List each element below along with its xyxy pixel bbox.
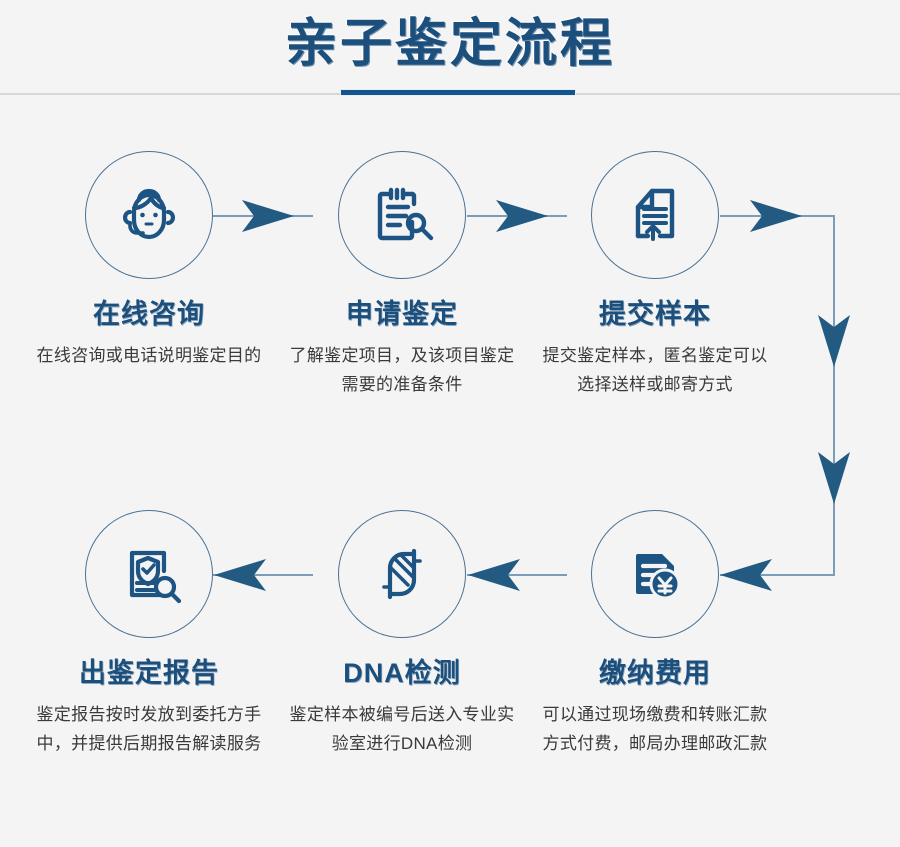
step-2-title: 申请鉴定 [346,299,458,329]
step-1-description: 在线咨询或电话说明鉴定目的 [36,346,262,365]
page-title: 亲子鉴定流程 [284,15,615,73]
invoice-yuan-icon [618,537,692,611]
step-1-title: 在线咨询 [93,299,205,329]
step-6-icon-circle [85,510,213,638]
flow-step-1[interactable]: 在线咨询 在线咨询或电话说明鉴定目的 [19,151,279,370]
page-header: 亲子鉴定流程 [0,0,900,96]
arrow-wrap-to-step4 [718,557,774,593]
dna-helix-icon [365,537,439,611]
step-3-icon-circle [591,151,719,279]
arrow-step2-to-step3 [494,198,550,234]
step-2-description: 了解鉴定项目，及该项目鉴定需要的准备条件 [289,346,515,394]
step-5-title: DNA检测 [343,658,461,688]
connector-line-5-6 [213,574,313,576]
step-6-description: 鉴定报告按时发放到委托方手中，并提供后期报告解读服务 [36,705,262,753]
step-1-icon-circle [85,151,213,279]
arrow-step3-to-wrap [748,198,804,234]
clipboard-search-icon [365,178,439,252]
arrow-wrap-down-upper [816,313,852,369]
step-2-icon-circle [338,151,466,279]
step-6-title: 出鉴定报告 [79,658,219,688]
step-3-description: 提交鉴定样本，匿名鉴定可以选择送样或邮寄方式 [542,346,768,394]
step-5-icon-circle [338,510,466,638]
connector-line-wrap-to-4 [720,574,835,576]
step-5-description: 鉴定样本被编号后送入专业实验室进行DNA检测 [289,705,515,753]
arrow-step1-to-step2 [240,198,296,234]
connector-line-wrap-vertical [833,215,835,576]
step-4-description: 可以通过现场缴费和转账汇款方式付费，邮局办理邮政汇款 [542,705,768,753]
step-4-icon-circle [591,510,719,638]
arrow-wrap-down-lower [816,450,852,506]
flow-step-2[interactable]: 申请鉴定 了解鉴定项目，及该项目鉴定需要的准备条件 [272,151,532,399]
flow-step-6[interactable]: 出鉴定报告 鉴定报告按时发放到委托方手中，并提供后期报告解读服务 [19,510,279,758]
connector-line-4-5 [467,574,567,576]
flow-step-3[interactable]: 提交样本 提交鉴定样本，匿名鉴定可以选择送样或邮寄方式 [525,151,785,399]
title-accent-bar [340,89,576,96]
document-upload-icon [618,178,692,252]
arrow-step4-to-step5 [466,557,522,593]
process-flow-diagram: 在线咨询 在线咨询或电话说明鉴定目的 申请鉴定 了解鉴定项目，及该项目鉴定需要的… [0,95,900,847]
step-3-title: 提交样本 [599,299,711,329]
flow-step-4[interactable]: 缴纳费用 可以通过现场缴费和转账汇款方式付费，邮局办理邮政汇款 [525,510,785,758]
flow-step-5[interactable]: DNA检测 鉴定样本被编号后送入专业实验室进行DNA检测 [272,510,532,758]
step-4-title: 缴纳费用 [599,658,711,688]
report-verified-search-icon [112,537,186,611]
headset-agent-icon [112,178,186,252]
arrow-step5-to-step6 [212,557,268,593]
